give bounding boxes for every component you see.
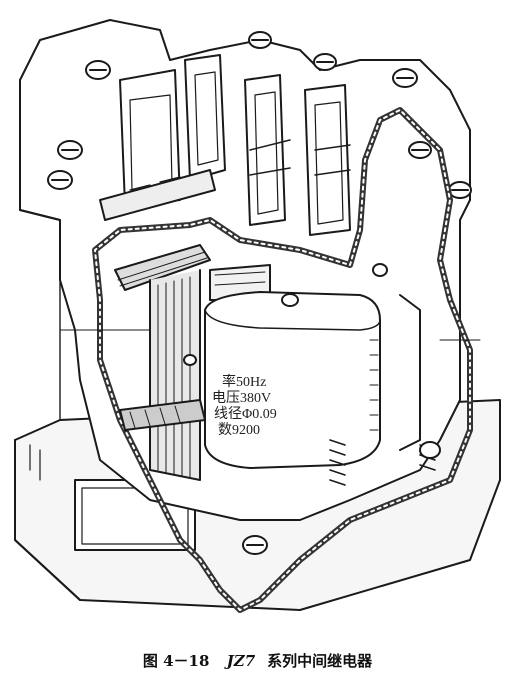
coil-voltage: 电压380V bbox=[212, 391, 272, 406]
contact-terminals bbox=[47, 31, 472, 236]
contact-blocks bbox=[119, 54, 351, 236]
coil-frequency: 率50Hz bbox=[222, 375, 267, 390]
contact-bridges bbox=[99, 139, 351, 221]
spring-mechanism bbox=[183, 263, 441, 555]
coil-wire-diameter: 线径Φ0.09 bbox=[214, 407, 277, 422]
cutaway-outline bbox=[92, 107, 473, 613]
leader-lines bbox=[59, 329, 481, 341]
coil bbox=[204, 291, 381, 469]
armature-core bbox=[114, 244, 271, 481]
figure-caption: 图 4－18 JZ7 系列中间继电器 bbox=[0, 650, 515, 671]
coil-turns: 数9200 bbox=[218, 423, 260, 438]
figure-title: 系列中间继电器 bbox=[267, 652, 373, 670]
relay-model: JZ7 bbox=[226, 652, 256, 670]
figure-number: 图 4－18 bbox=[142, 652, 210, 670]
